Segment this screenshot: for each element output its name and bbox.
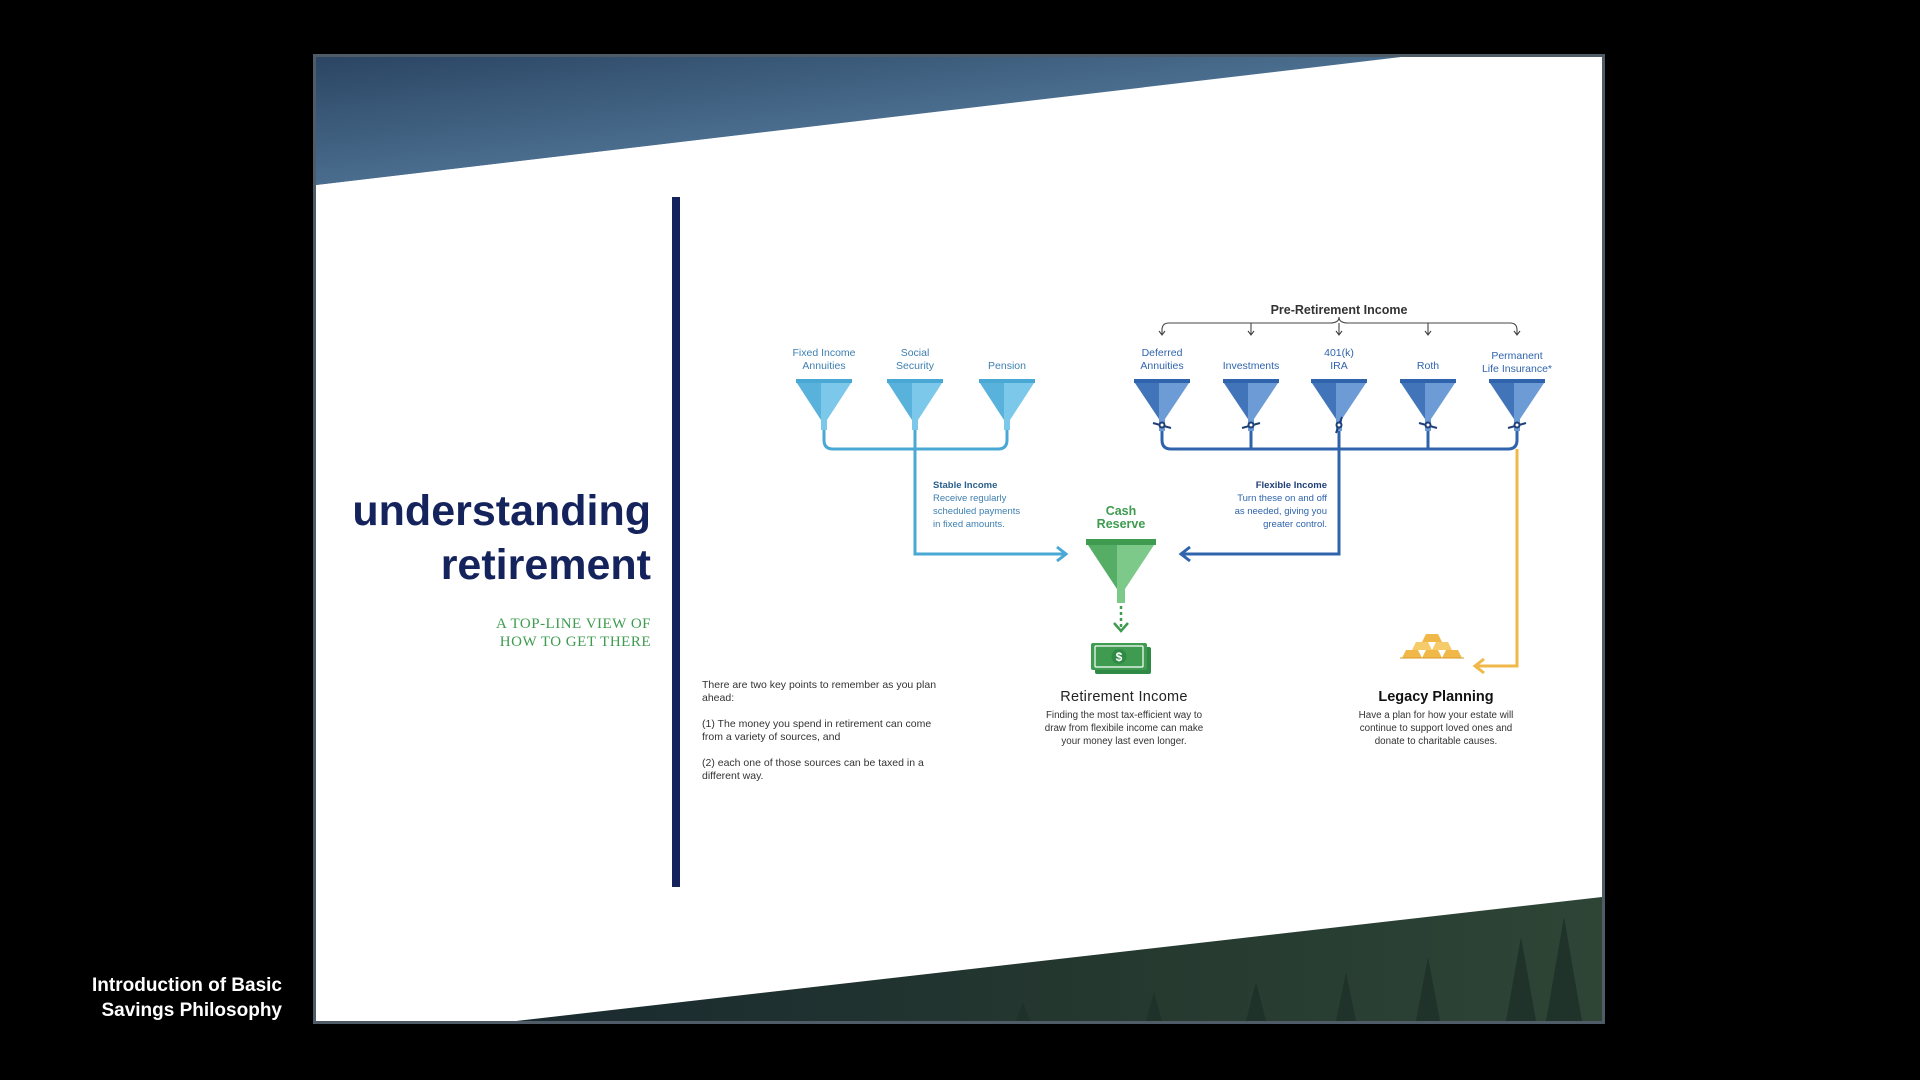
cash-flow-arrowhead	[1113, 622, 1129, 633]
source-label-pension: Pension	[988, 360, 1026, 372]
key-points: There are two key points to remember as …	[702, 679, 942, 796]
valve-icon	[1335, 416, 1343, 434]
sky-strip-fill	[316, 57, 1401, 185]
gold-bars-icon	[1400, 634, 1464, 659]
flexible-income-line-3: greater control.	[1263, 519, 1327, 530]
funnel-icon	[887, 379, 943, 430]
pre-retirement-bracket	[1161, 316, 1518, 334]
source-label-fixed-income-annuities-2: Annuities	[802, 360, 845, 372]
stable-funnels	[796, 379, 1035, 430]
page-subtitle: A TOP-LINE VIEW OF HOW TO GET THERE	[316, 615, 651, 651]
valve-icon	[1152, 421, 1172, 429]
retirement-income-heading: Retirement Income	[1060, 689, 1188, 705]
stable-income-heading: Stable Income	[933, 480, 997, 491]
pre-retirement-label: Pre-Retirement Income	[1271, 303, 1408, 317]
source-label-permanent-life: Permanent	[1491, 350, 1542, 362]
flexible-income-line-1: Turn these on and off	[1237, 493, 1327, 504]
tree-silhouettes	[1016, 917, 1582, 1021]
forest-strip	[516, 897, 1602, 1021]
page-title: understanding retirement	[316, 484, 651, 592]
source-label-ira: IRA	[1330, 360, 1348, 372]
key-point-2: (2) each one of those sources can be tax…	[702, 757, 924, 782]
flexible-income-heading: Flexible Income	[1256, 480, 1327, 491]
legacy-planning-line-2: continue to support loved ones and	[1360, 723, 1513, 734]
source-label-roth: Roth	[1417, 360, 1439, 372]
source-label-deferred-annuities-2: Annuities	[1140, 360, 1183, 372]
legacy-arrowhead	[1472, 657, 1485, 675]
cash-bills-icon: $	[1091, 643, 1151, 674]
stable-income-line-3: in fixed amounts.	[933, 519, 1005, 530]
source-label-401k: 401(k)	[1324, 347, 1354, 359]
stable-income-line-2: scheduled payments	[933, 506, 1020, 517]
flexible-income-line-2: as needed, giving you	[1235, 506, 1327, 517]
legacy-planning-line-3: donate to charitable causes.	[1375, 736, 1498, 747]
retirement-income-line-3: your money last even longer.	[1061, 736, 1186, 747]
valve-icon	[1241, 421, 1261, 429]
flexible-pipes	[1160, 431, 1519, 556]
cash-reserve-line-2: Reserve	[1097, 517, 1146, 531]
valve-icon	[1507, 421, 1527, 429]
slide: understanding retirement A TOP-LINE VIEW…	[313, 54, 1605, 1024]
source-label-social-security-2: Security	[896, 360, 935, 372]
source-label-deferred-annuities: Deferred	[1142, 347, 1183, 359]
bracket-arrowheads	[1158, 330, 1521, 336]
dollar-sign: $	[1116, 650, 1123, 664]
subtitle-line-2: HOW TO GET THERE	[499, 634, 651, 650]
flexible-arrowhead	[1178, 545, 1191, 563]
funnel-icon	[796, 379, 852, 430]
cash-reserve-line-1: Cash	[1106, 504, 1137, 518]
title-line-2: retirement	[440, 541, 651, 589]
retirement-flow-diagram: Pre-Retirement Income Fixed Income Annui…	[792, 303, 1552, 747]
stable-arrowhead	[1056, 545, 1069, 563]
valve-icon	[1418, 421, 1438, 429]
caption-line-1: Introduction of Basic	[92, 975, 282, 996]
funnel-icon	[979, 379, 1035, 430]
title-line-1: understanding	[352, 487, 651, 535]
subtitle-line-1: A TOP-LINE VIEW OF	[496, 616, 651, 632]
stable-income-line-1: Receive regularly	[933, 493, 1007, 504]
retirement-income-line-2: draw from flexibile income can make	[1045, 723, 1204, 734]
slide-caption: Introduction of Basic Savings Philosophy	[40, 973, 282, 1023]
legacy-planning-line-1: Have a plan for how your estate will	[1359, 710, 1514, 721]
key-point-1: (1) The money you spend in retirement ca…	[702, 718, 932, 743]
retirement-income-line-1: Finding the most tax-efficient way to	[1046, 710, 1203, 721]
source-label-social-security: Social	[901, 347, 930, 359]
source-label-life-insurance: Life Insurance*	[1482, 363, 1552, 375]
caption-line-2: Savings Philosophy	[101, 1000, 282, 1021]
vertical-divider	[672, 197, 680, 887]
flexible-funnels	[1134, 379, 1545, 434]
source-label-investments: Investments	[1223, 360, 1280, 372]
stable-pipes	[822, 430, 1065, 556]
legacy-planning-heading: Legacy Planning	[1378, 689, 1493, 705]
key-point-intro: There are two key points to remember as …	[702, 679, 937, 704]
slide-background	[316, 57, 1602, 1021]
source-label-fixed-income-annuities: Fixed Income	[792, 347, 855, 359]
legacy-pipe	[1476, 449, 1519, 668]
cash-reserve-funnel-icon	[1086, 539, 1156, 603]
